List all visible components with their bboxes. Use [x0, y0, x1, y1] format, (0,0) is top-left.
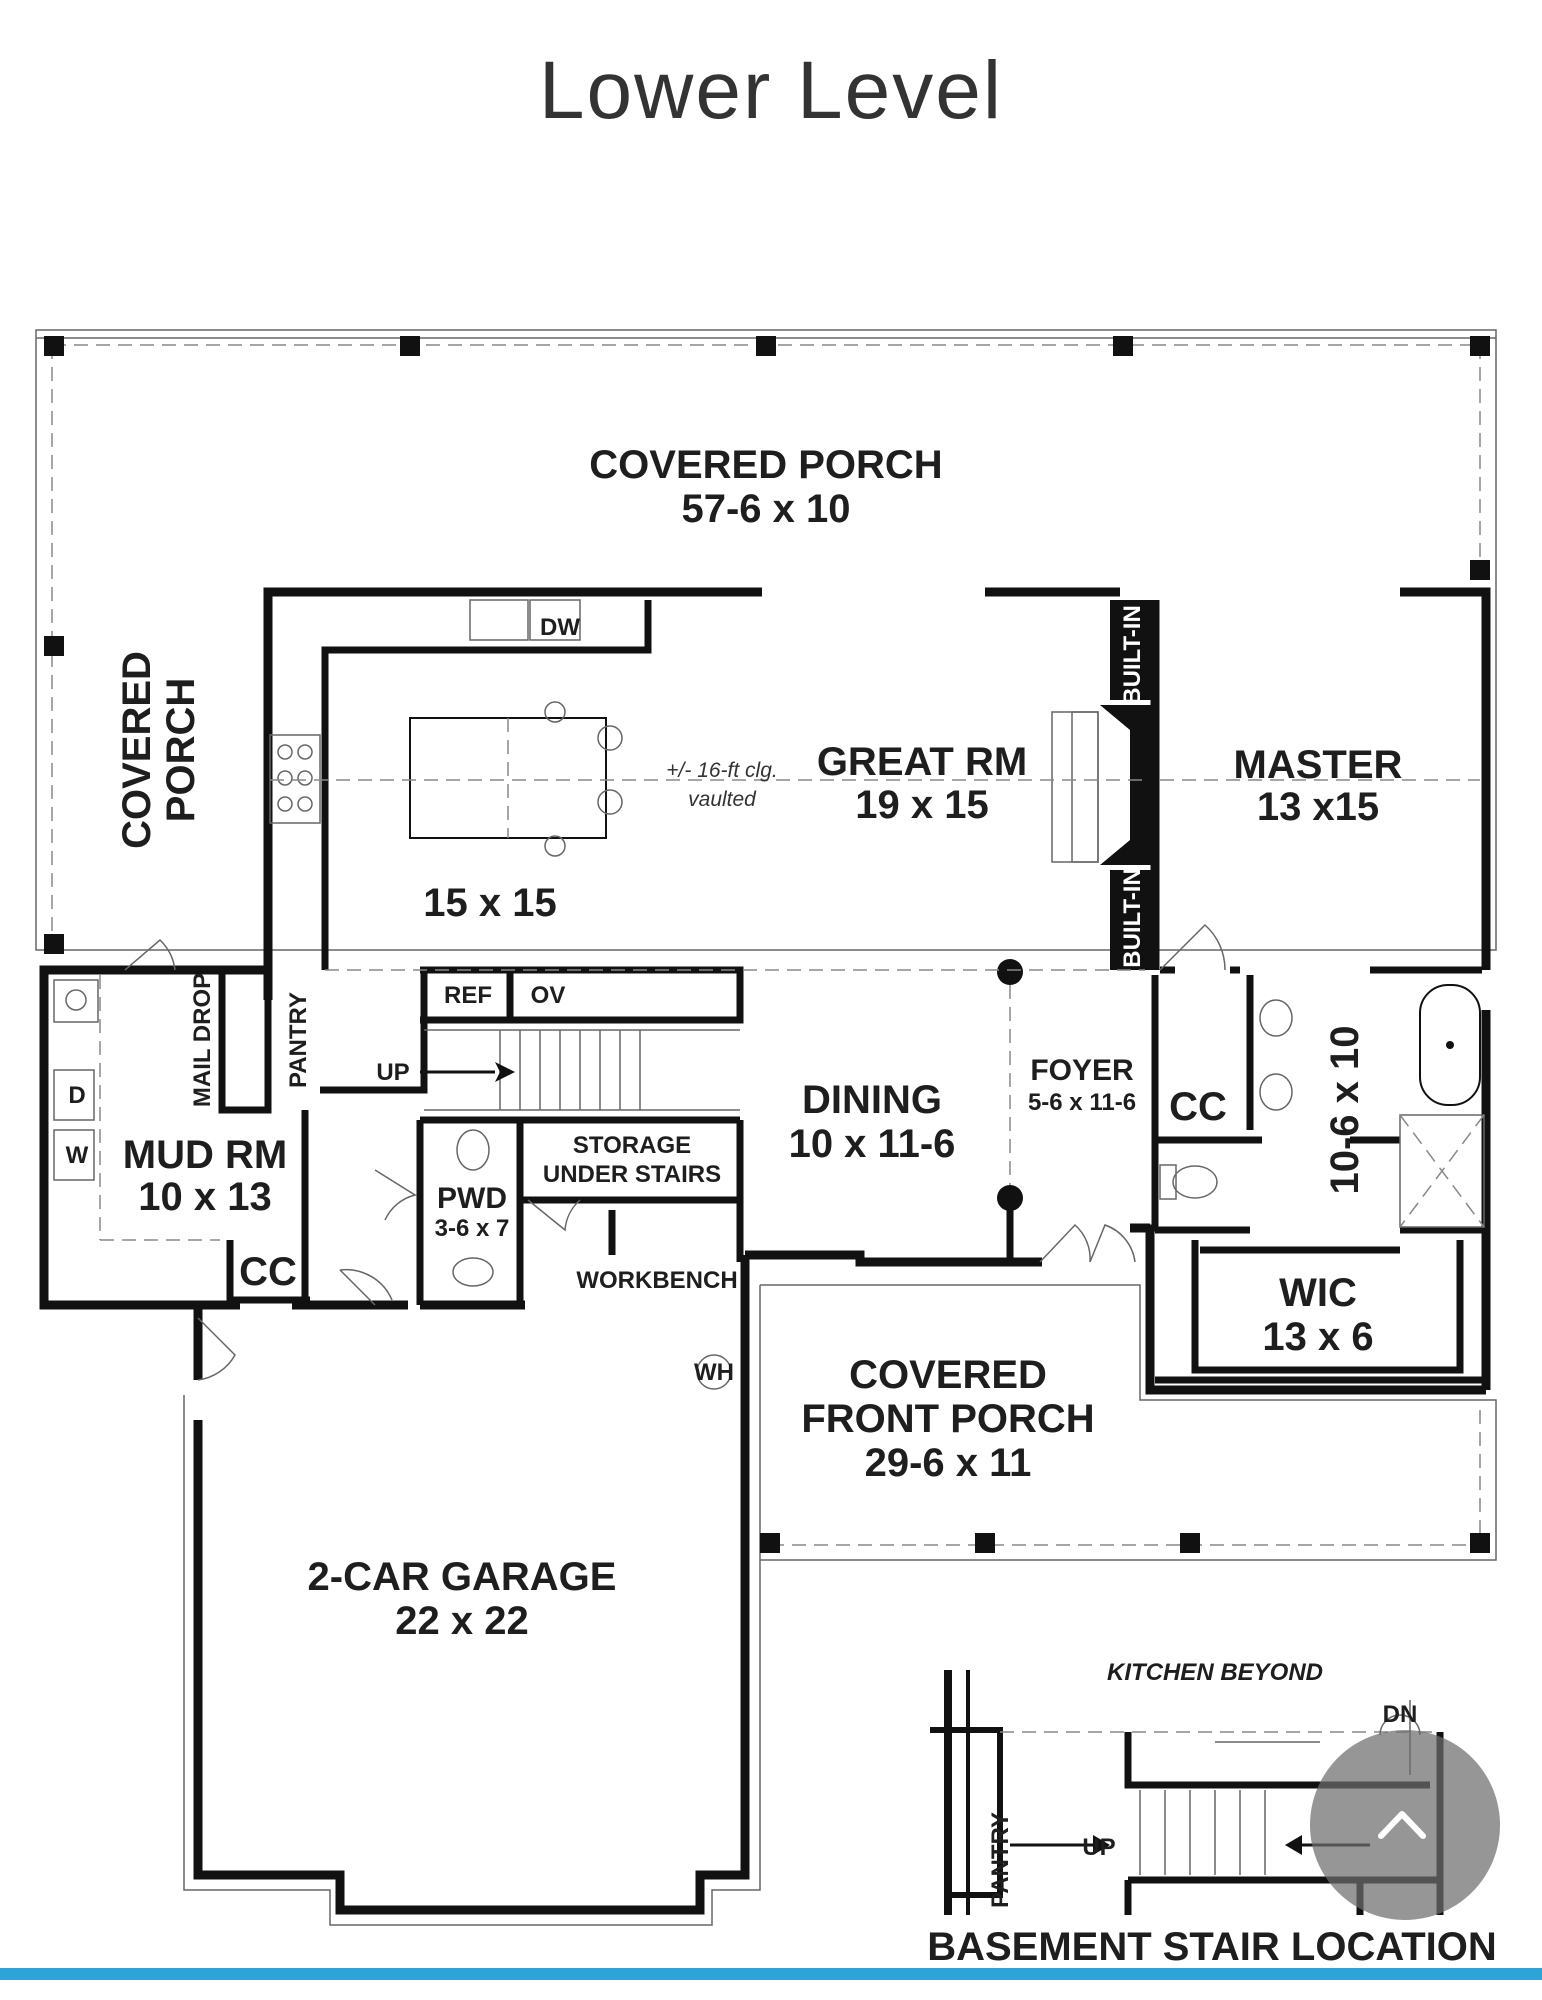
- oven-label: OV: [531, 982, 566, 1009]
- dining-columns: [325, 959, 1145, 1262]
- covered-porch-top-size: 57-6 x 10: [681, 487, 850, 531]
- stairs-up-label: UP: [376, 1059, 409, 1086]
- garage-name: 2-CAR GARAGE: [308, 1555, 617, 1599]
- kitchen-fixtures: [269, 599, 1480, 857]
- stairs: [420, 1029, 740, 1111]
- master-size: 13 x15: [1257, 785, 1379, 829]
- mud-room-size: 10 x 13: [138, 1175, 271, 1219]
- dryer-label: D: [68, 1082, 85, 1109]
- water-heater-label: WH: [694, 1359, 734, 1386]
- master-closet-label: CC: [1169, 1085, 1227, 1129]
- great-room-name: GREAT RM: [817, 740, 1027, 784]
- mud-closet-label: CC: [239, 1250, 297, 1294]
- covered-porch-top-name: COVERED PORCH: [589, 443, 942, 487]
- covered-porch-outline: [35, 329, 1497, 951]
- built-in-bottom-label: BUILT-IN: [1119, 868, 1146, 968]
- bath-size: 10-6 x 10: [1323, 1025, 1367, 1194]
- wic-size: 13 x 6: [1262, 1315, 1373, 1359]
- dining-name: DINING: [802, 1078, 942, 1122]
- master-bath-fixtures: [1159, 984, 1485, 1228]
- inset-caption: BASEMENT STAIR LOCATION: [927, 1925, 1497, 1969]
- exterior-walls: [39, 587, 1491, 1915]
- garage-size: 22 x 22: [395, 1599, 528, 1643]
- workbench-label: WORKBENCH: [576, 1267, 737, 1294]
- refrigerator-label: REF: [444, 982, 492, 1009]
- chevron-up-icon: [1378, 1811, 1426, 1839]
- storage-line1: STORAGE: [573, 1132, 691, 1159]
- inset-dn: DN: [1383, 1701, 1418, 1728]
- front-porch-outline: [696, 1284, 1497, 1561]
- inset-pantry: PANTRY: [987, 1812, 1014, 1908]
- foyer-size: 5-6 x 11-6: [1028, 1089, 1136, 1116]
- pantry-label: PANTRY: [285, 992, 312, 1088]
- bottom-accent-bar: [0, 1968, 1542, 1980]
- covered-porch-side-line1: COVERED: [115, 651, 159, 849]
- mail-drop-label: MAIL DROP: [189, 973, 216, 1107]
- foyer-name: FOYER: [1030, 1054, 1134, 1087]
- porch-posts: [44, 336, 1490, 954]
- inset-up: UP: [1082, 1834, 1115, 1861]
- wic-name: WIC: [1279, 1271, 1357, 1315]
- pwd-size: 3-6 x 7: [435, 1215, 510, 1242]
- storage-line2: UNDER STAIRS: [543, 1161, 721, 1188]
- door-swings: [124, 923, 1226, 1381]
- kitchen-size: 15 x 15: [423, 881, 556, 925]
- front-porch-line2: FRONT PORCH: [801, 1397, 1094, 1441]
- inset-kitchen-beyond: KITCHEN BEYOND: [1107, 1659, 1323, 1686]
- master-name: MASTER: [1234, 743, 1403, 787]
- covered-porch-side-line2: PORCH: [159, 678, 203, 822]
- dishwasher-label: DW: [540, 614, 580, 641]
- fireplace: [1051, 600, 1155, 970]
- built-in-top-label: BUILT-IN: [1119, 605, 1146, 705]
- interior-walls: [218, 600, 1486, 1384]
- pwd-name: PWD: [437, 1182, 507, 1215]
- ceiling-note-line1: +/- 16-ft clg.: [666, 759, 777, 782]
- mud-room-name: MUD RM: [123, 1133, 287, 1177]
- page-title: Lower Level: [538, 45, 1004, 136]
- mud-room-fixtures: [53, 975, 494, 1287]
- dining-size: 10 x 11-6: [789, 1122, 956, 1166]
- great-room-size: 19 x 15: [855, 783, 988, 827]
- scroll-to-top-button[interactable]: [1310, 1730, 1500, 1920]
- ceiling-note-line2: vaulted: [688, 788, 757, 811]
- front-porch-size: 29-6 x 11: [865, 1441, 1032, 1485]
- front-porch-line1: COVERED: [849, 1353, 1047, 1397]
- washer-label: W: [66, 1142, 89, 1169]
